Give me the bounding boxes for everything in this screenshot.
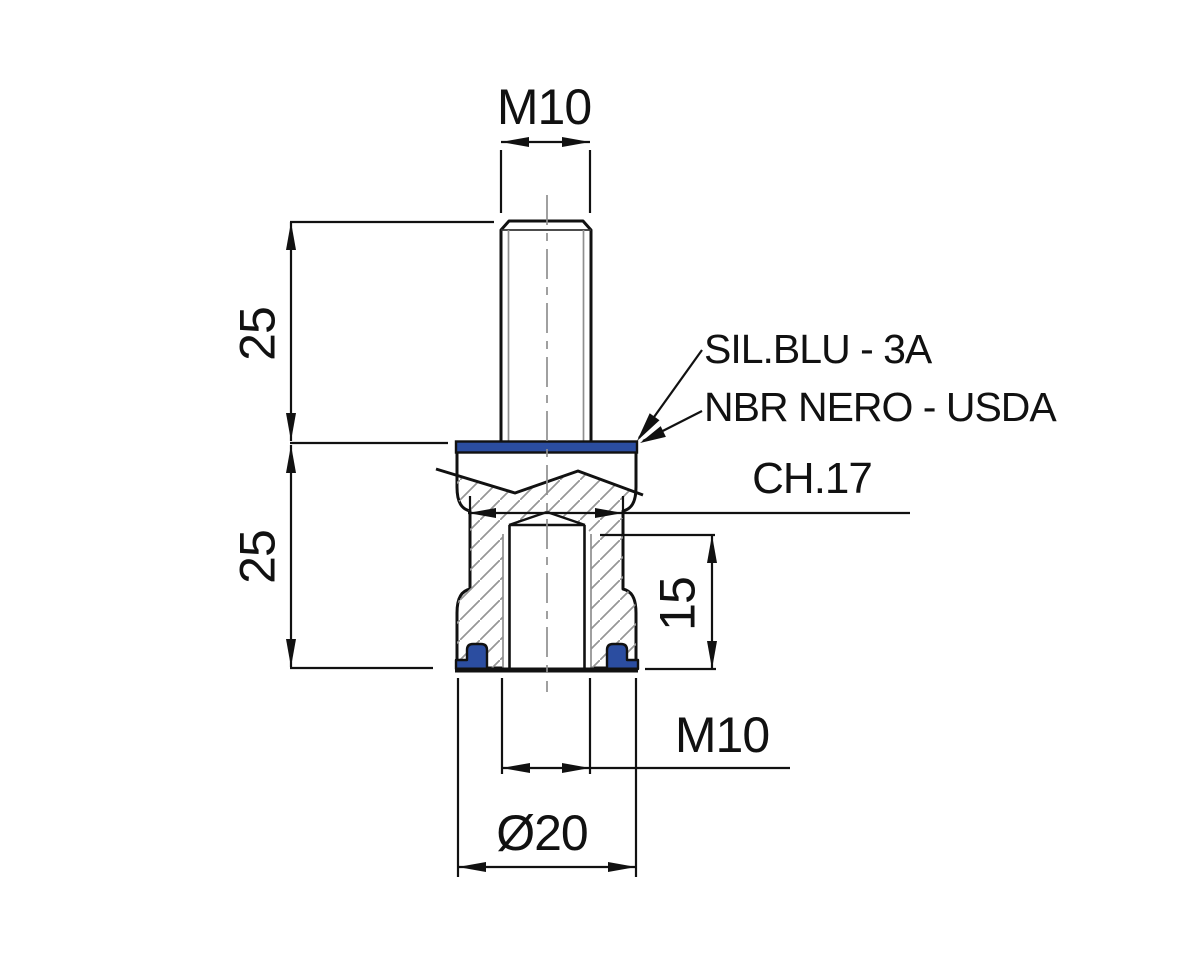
base-seal-left — [454, 642, 489, 671]
dim-m10-top — [499, 137, 592, 213]
base-seal-feet — [454, 642, 640, 671]
dim-ch17 — [468, 496, 910, 518]
threaded-stud — [499, 219, 593, 442]
leader-seal-option-2 — [640, 410, 703, 443]
dim-25-upper — [286, 220, 494, 445]
label-seal-option-2: NBR NERO - USDA — [704, 384, 1057, 430]
dim-25-lower — [286, 445, 433, 670]
leader-seal-option-1 — [637, 349, 703, 441]
dim-text-d20: Ø20 — [496, 805, 588, 861]
dim-15 — [600, 533, 717, 671]
dim-text-m10-bottom: M10 — [675, 707, 769, 763]
dim-d20 — [456, 678, 638, 877]
base-seal-right — [605, 642, 640, 671]
dim-text-15: 15 — [650, 577, 706, 631]
label-seal-option-1: SIL.BLU - 3A — [704, 326, 933, 372]
dim-m10-bottom — [500, 678, 790, 774]
dim-text-25-upper: 25 — [230, 307, 286, 361]
dim-text-25-lower: 25 — [230, 530, 286, 584]
foot-body — [435, 450, 644, 670]
stud-outline — [499, 219, 593, 442]
dim-text-ch17: CH.17 — [752, 454, 872, 503]
dim-text-m10-top: M10 — [497, 79, 591, 135]
dimension-lines — [286, 137, 910, 877]
